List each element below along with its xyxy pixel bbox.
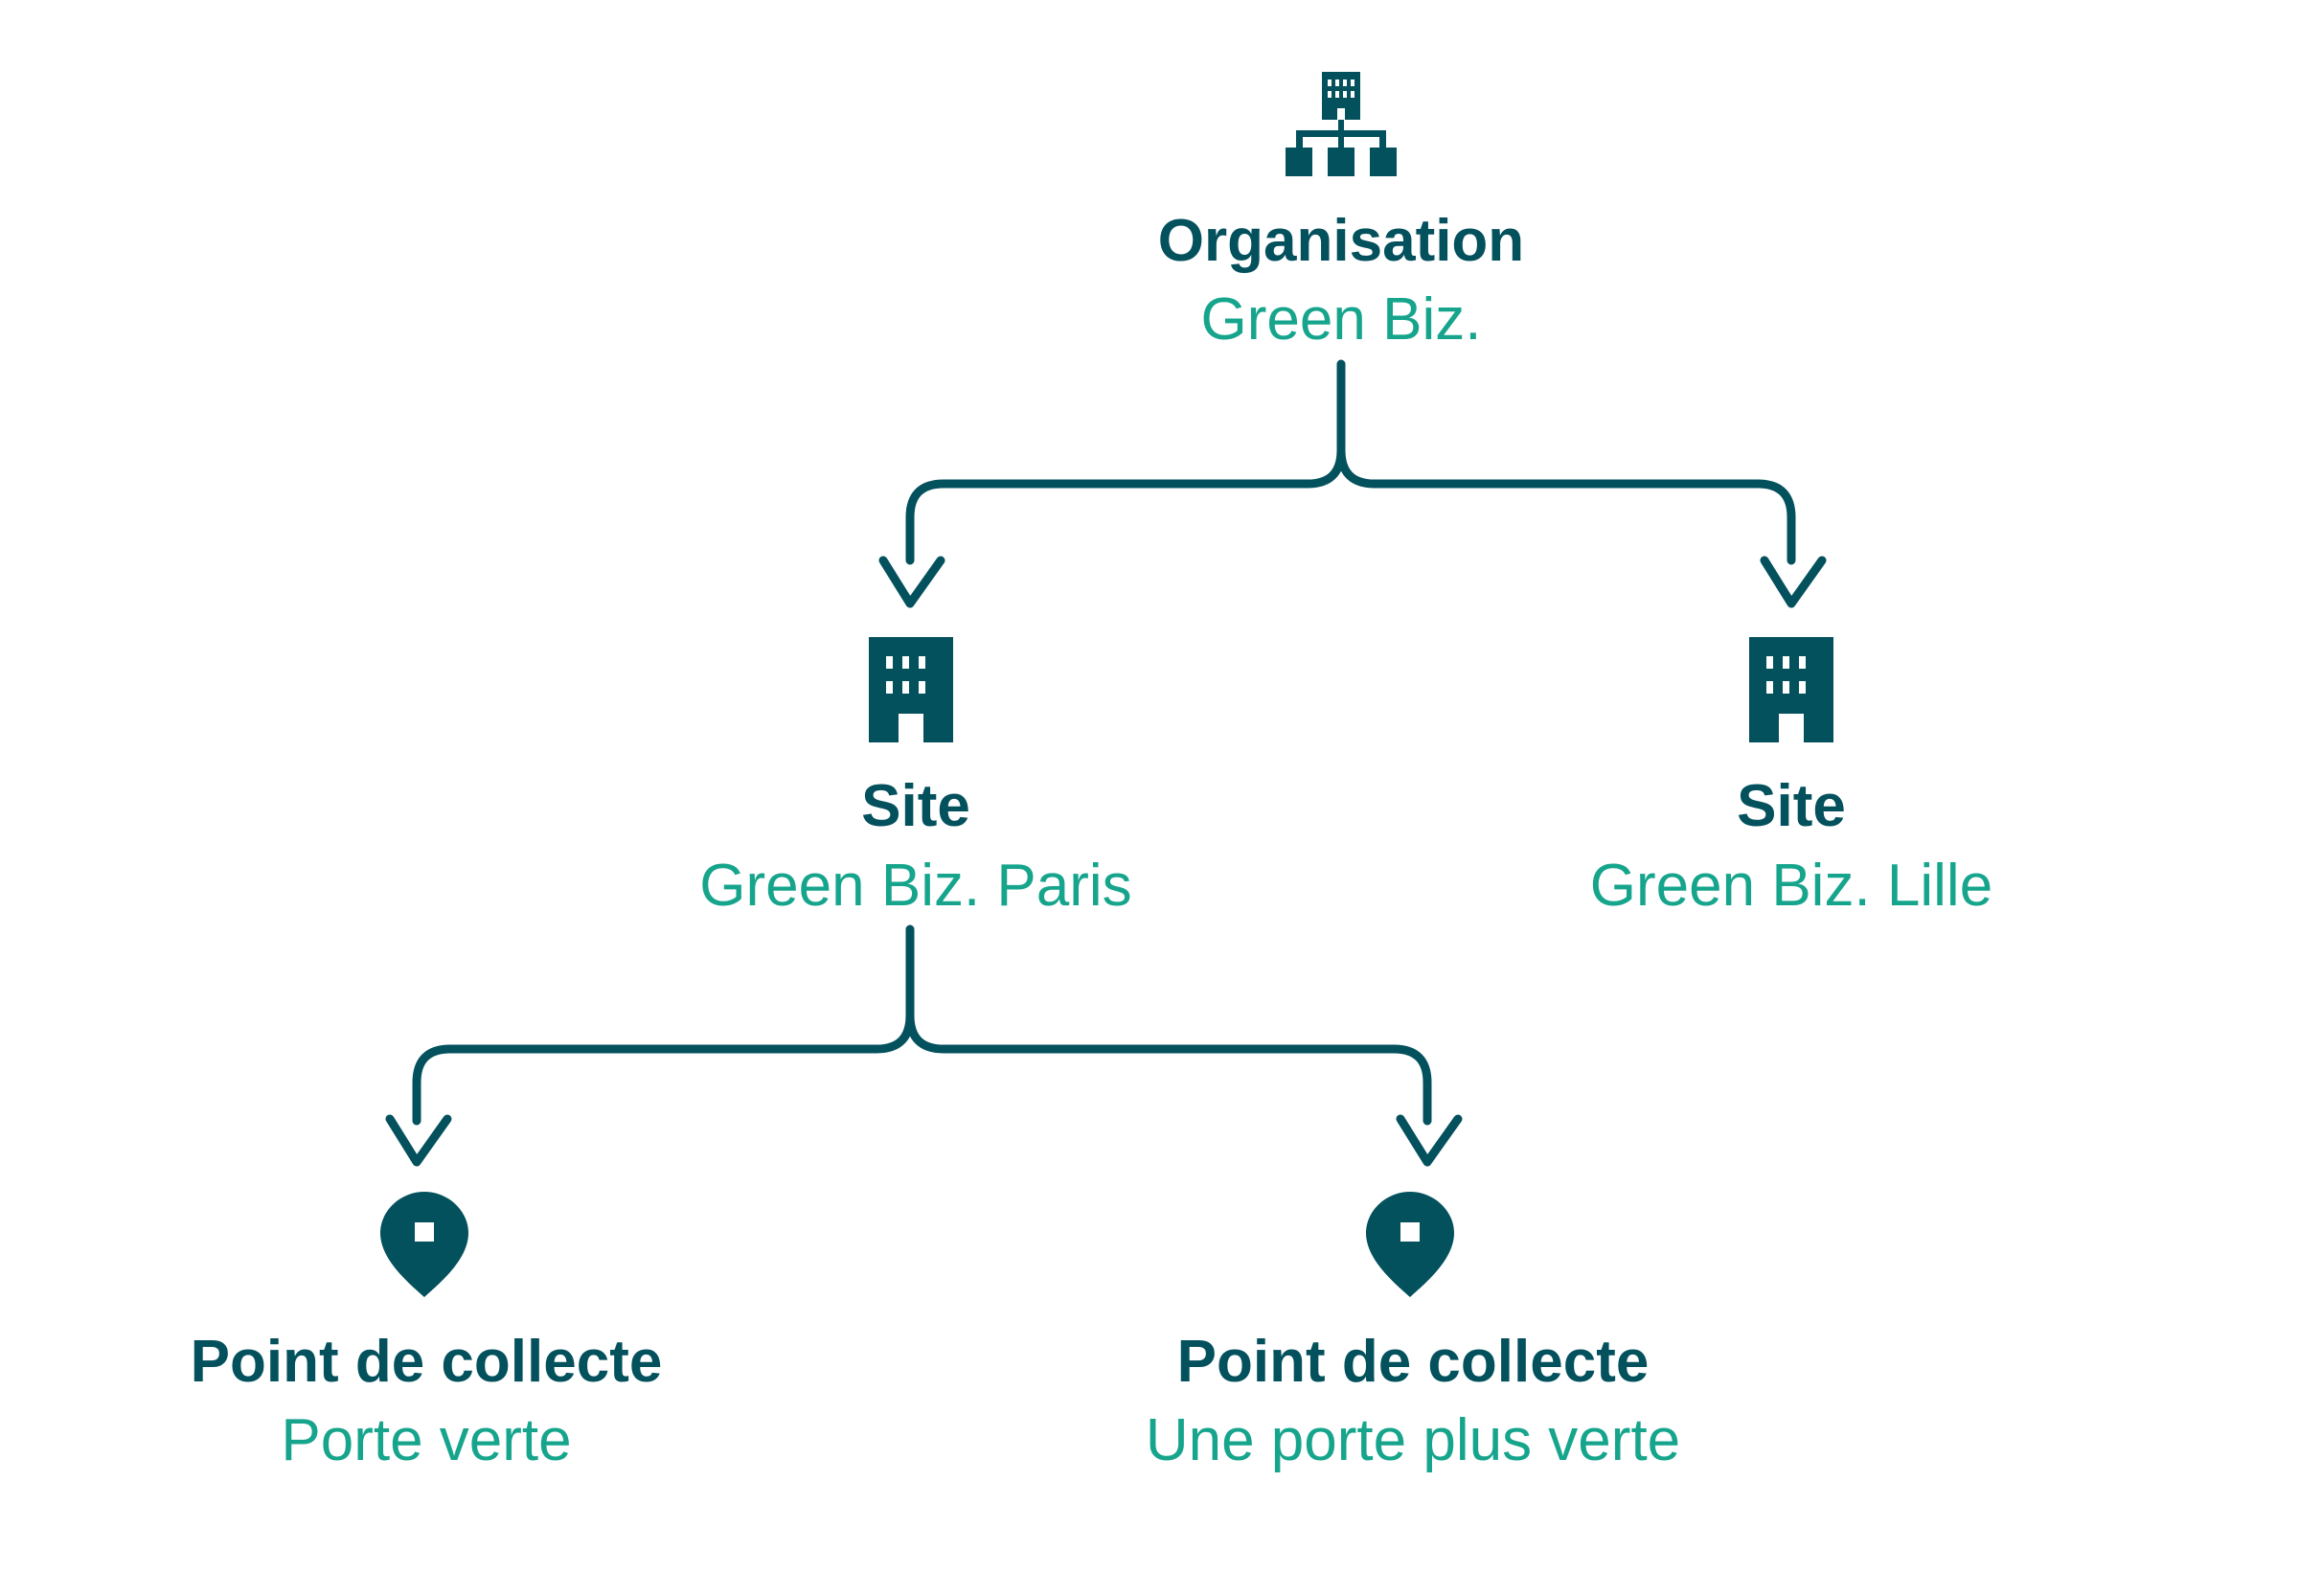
node-subtitle: Une porte plus verte [1146, 1407, 1680, 1473]
node-title: Point de collecte [1177, 1329, 1650, 1395]
node-subtitle: Green Biz. Paris [699, 853, 1131, 919]
node-subtitle: Green Biz. Lille [1590, 853, 1992, 919]
arrowhead-point-porte-plus-verte [1396, 1114, 1463, 1167]
location-pin-icon [380, 1192, 468, 1297]
connector-organisation-to-sites [905, 359, 1796, 565]
node-subtitle: Green Biz. [1201, 286, 1482, 353]
connector-site-paris-to-points [412, 924, 1432, 1126]
arrowhead-point-porte-verte [385, 1114, 452, 1167]
arrowhead-site-paris [878, 556, 945, 608]
arrowhead-site-lille [1760, 556, 1827, 608]
node-site-lille: Site Green Biz. Lille [1590, 637, 1992, 919]
connectors [385, 359, 1827, 1167]
node-organisation: Organisation Green Biz. [1158, 72, 1524, 353]
building-icon [869, 637, 953, 742]
node-point-porte-plus-verte: Point de collecte Une porte plus verte [1146, 1192, 1680, 1473]
location-pin-icon [1366, 1192, 1454, 1297]
node-title: Site [1737, 773, 1846, 839]
node-title: Organisation [1158, 208, 1524, 274]
node-point-porte-verte: Point de collecte Porte verte [191, 1192, 663, 1473]
building-icon [1749, 637, 1833, 742]
node-title: Point de collecte [191, 1329, 663, 1395]
node-site-paris: Site Green Biz. Paris [699, 637, 1132, 919]
organization-hierarchy-icon [1286, 72, 1397, 176]
node-subtitle: Porte verte [281, 1407, 571, 1473]
node-title: Site [861, 773, 970, 839]
